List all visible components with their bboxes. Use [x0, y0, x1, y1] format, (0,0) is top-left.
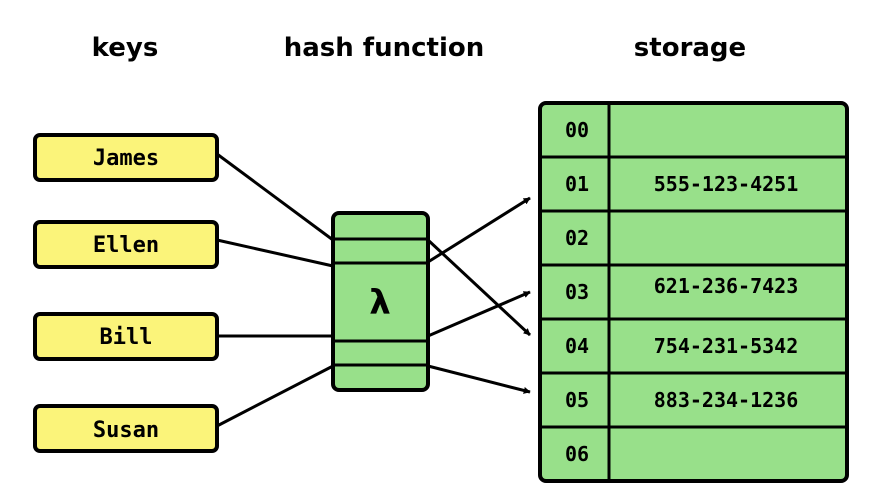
bucket-index: 05: [565, 388, 589, 412]
bucket-row-03: 03 621-236-7423: [565, 274, 798, 304]
heading-hash-function: hash function: [284, 33, 485, 63]
line-ellen-in: [216, 238, 334, 268]
key-label: Bill: [100, 325, 153, 350]
heading-keys: keys: [92, 33, 159, 63]
key-label: Ellen: [93, 233, 159, 258]
heading-storage: storage: [634, 33, 746, 63]
bucket-index: 03: [565, 280, 589, 304]
key-box: [33, 312, 219, 361]
bucket-value: 621-236-7423: [654, 274, 799, 298]
key-box: [33, 133, 219, 182]
key-box: [33, 220, 219, 269]
storage-row-dividers: [540, 155, 847, 429]
bucket-index: 06: [565, 442, 589, 466]
arrow-james-04: [426, 238, 532, 337]
hash-function-box: λ: [331, 211, 430, 392]
key-label: Susan: [93, 418, 159, 443]
bucket-value: 754-231-5342: [654, 334, 799, 358]
storage-table: 00 01 555-123-4251 02 03 621-236-7423 04…: [538, 101, 849, 483]
lambda-symbol: λ: [369, 283, 391, 323]
bucket-index: 00: [565, 118, 589, 142]
hash-to-bucket-arrows: [426, 196, 532, 394]
bucket-row-01: 01 555-123-4251: [565, 172, 798, 196]
key-james: James: [33, 133, 219, 182]
bucket-row-06: 06: [565, 442, 589, 466]
key-box: [33, 404, 219, 453]
storage-body: [538, 101, 849, 483]
arrow-bill-03: [427, 290, 531, 338]
key-label: James: [93, 146, 159, 171]
arrow-susan-05: [427, 364, 531, 394]
bucket-value: 555-123-4251: [654, 172, 799, 196]
bucket-row-04: 04 754-231-5342: [565, 334, 798, 358]
key-susan: Susan: [33, 404, 219, 453]
bucket-value: 883-234-1236: [654, 388, 799, 412]
bucket-row-05: 05 883-234-1236: [565, 388, 798, 412]
key-ellen: Ellen: [33, 220, 219, 269]
hash-function-body: [331, 211, 430, 392]
bucket-row-00: 00: [565, 118, 589, 142]
line-susan-in: [216, 364, 334, 428]
key-to-hash-lines: [216, 152, 334, 428]
arrow-ellen-01: [427, 196, 531, 264]
bucket-row-02: 02: [565, 226, 589, 250]
bucket-index: 02: [565, 226, 589, 250]
bucket-index: 01: [565, 172, 589, 196]
bucket-index: 04: [565, 334, 589, 358]
key-bill: Bill: [33, 312, 219, 361]
line-james-in: [216, 152, 334, 242]
